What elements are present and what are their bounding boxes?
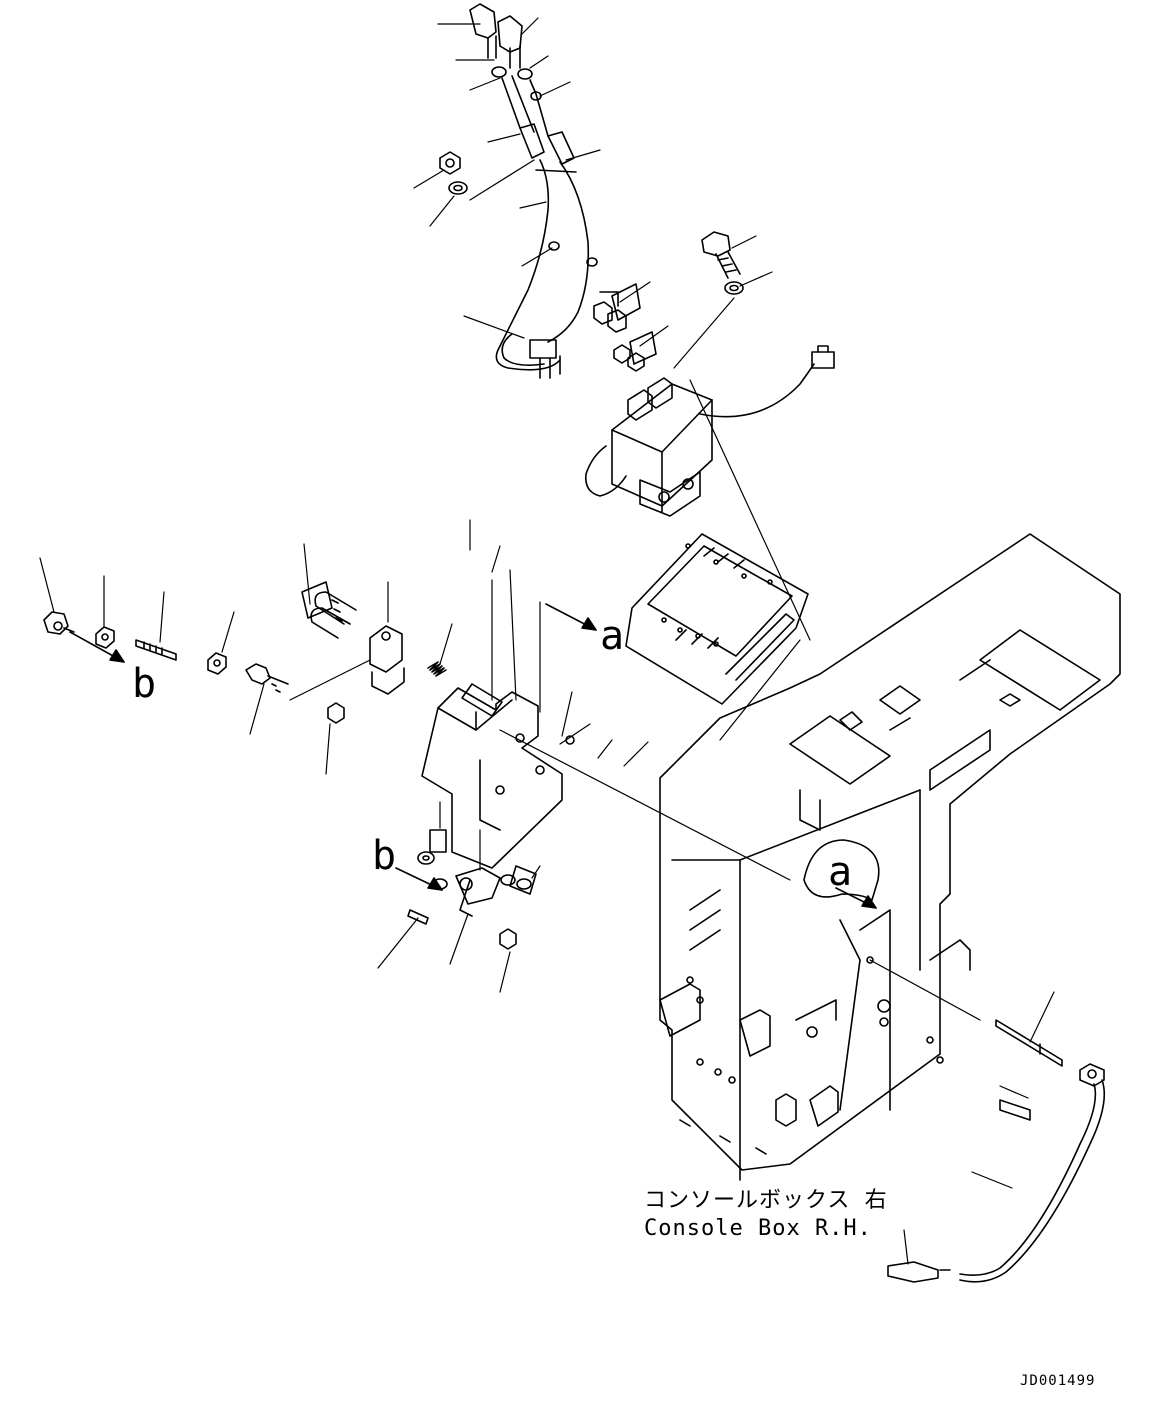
- small-fittings: [593, 291, 645, 372]
- console-box: [659, 533, 1121, 1181]
- drawing-code: JD001499: [1020, 1373, 1096, 1389]
- ref-label-a-console: a: [828, 849, 853, 895]
- ref-label-a-top: a: [600, 613, 625, 659]
- pivot-parts-lower: [407, 851, 532, 950]
- leader-lines: [39, 17, 1055, 1265]
- caption-english: Console Box R.H.: [644, 1216, 872, 1241]
- ref-arrows: [69, 603, 877, 909]
- lever-bracket: [421, 683, 575, 869]
- lever-cable-assembly: [469, 3, 598, 379]
- caption-japanese: コンソールボックス 右: [644, 1188, 888, 1213]
- callout-bubble-a: [803, 839, 880, 901]
- u-bolt-clamp: [310, 591, 405, 695]
- ref-label-b-left: b: [132, 661, 157, 707]
- right-rod-assembly: [887, 1019, 1106, 1283]
- pivot-parts-left: [43, 611, 345, 724]
- label-tags: [301, 283, 657, 895]
- ref-label-b-lower: b: [372, 833, 397, 879]
- mounting-tray: [625, 533, 809, 705]
- pilot-valve: [584, 345, 835, 517]
- return-spring: [427, 661, 447, 677]
- bolt-top-right: [701, 231, 744, 295]
- nut-washer-top: [439, 151, 468, 195]
